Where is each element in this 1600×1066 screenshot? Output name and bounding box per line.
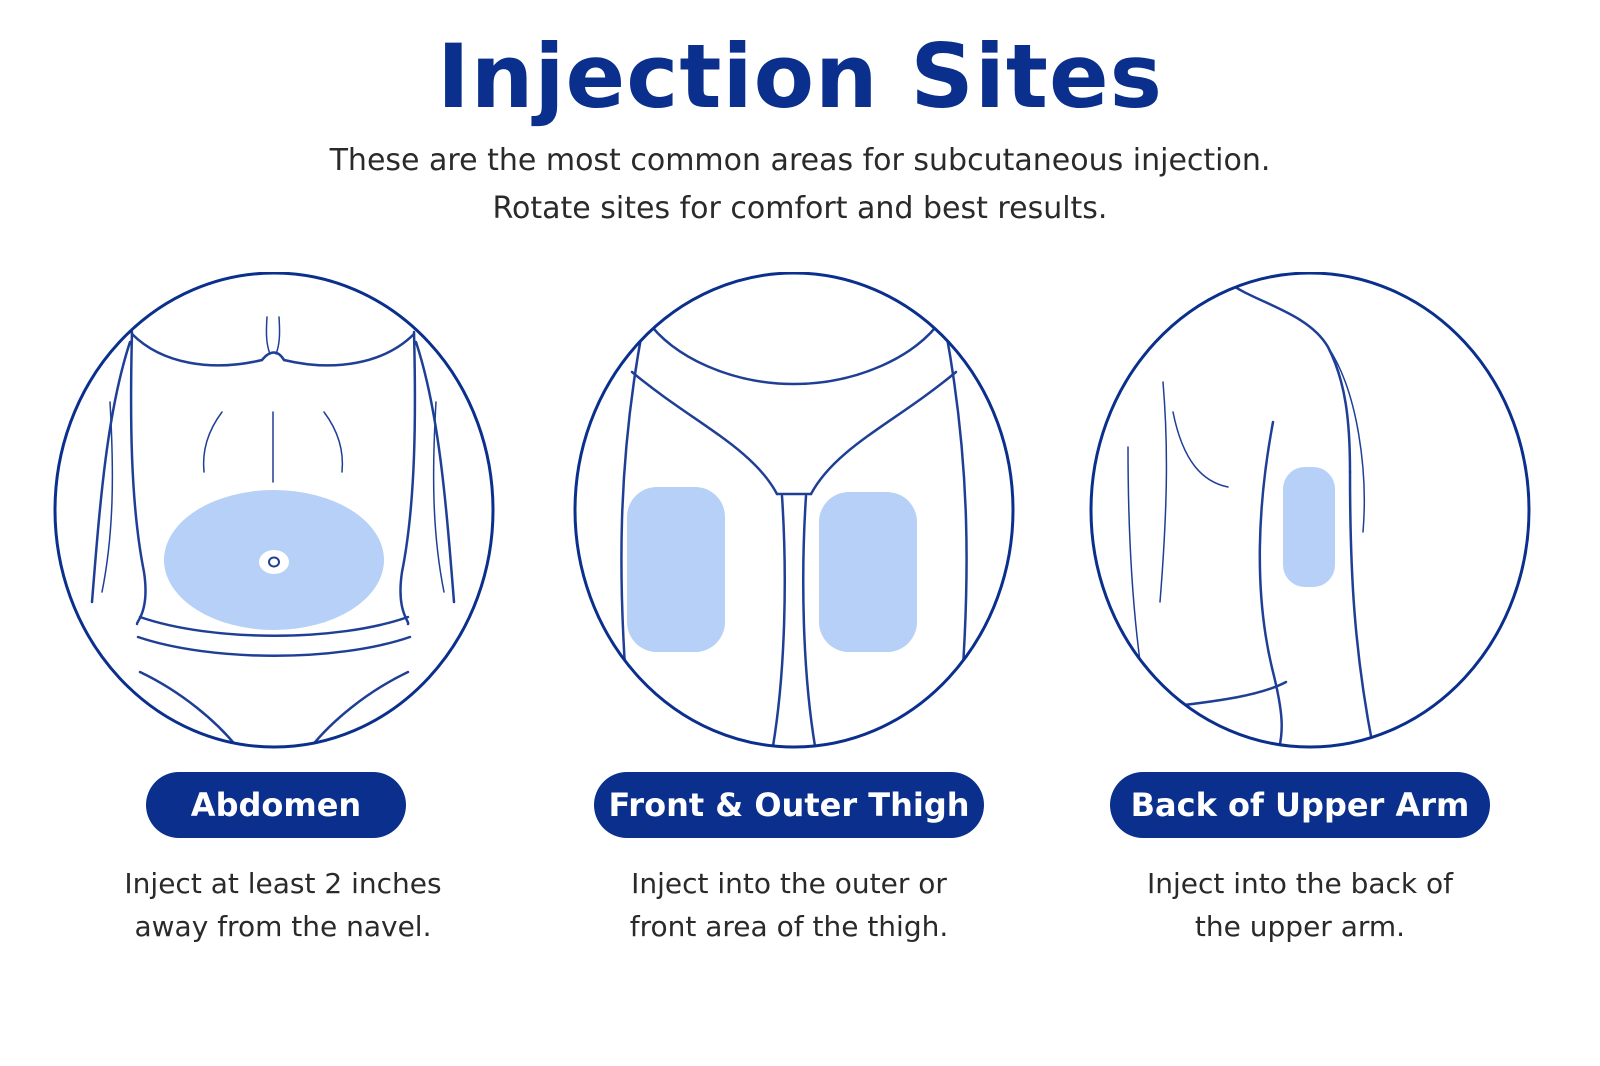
navel-icon	[268, 556, 280, 568]
page-title: Injection Sites	[436, 25, 1164, 128]
subtitle-line-1: These are the most common areas for subc…	[329, 143, 1271, 178]
subtitle-line-2: Rotate sites for comfort and best result…	[492, 191, 1108, 226]
upper-arm-panel	[1088, 272, 1532, 752]
left-thigh-injection-zone	[627, 487, 725, 652]
abdomen-icon	[53, 272, 495, 749]
abdomen-desc-line-2: away from the navel.	[134, 910, 432, 943]
site-label-thigh: Front & Outer Thigh	[594, 772, 984, 838]
upper-arm-injection-zone	[1283, 467, 1335, 587]
thigh-panel	[572, 272, 1016, 752]
site-label-abdomen: Abdomen	[146, 772, 406, 838]
abdomen-desc-line-1: Inject at least 2 inches	[124, 867, 442, 900]
upper-arm-icon	[1089, 272, 1531, 749]
right-thigh-injection-zone	[819, 492, 917, 652]
upper-arm-desc-line-1: Inject into the back of	[1146, 867, 1454, 900]
upper-arm-desc-line-2: the upper arm.	[1194, 910, 1406, 943]
thigh-desc-line-1: Inject into the outer or	[631, 867, 947, 900]
abdomen-description: Inject at least 2 inches away from the n…	[73, 862, 493, 948]
abdomen-panel	[52, 272, 496, 752]
site-label-upper-arm: Back of Upper Arm	[1110, 772, 1490, 838]
upper-arm-description: Inject into the back of the upper arm.	[1090, 862, 1510, 948]
thigh-description: Inject into the outer or front area of t…	[579, 862, 999, 948]
thigh-icon	[573, 272, 1015, 749]
thigh-desc-line-2: front area of the thigh.	[629, 910, 949, 943]
